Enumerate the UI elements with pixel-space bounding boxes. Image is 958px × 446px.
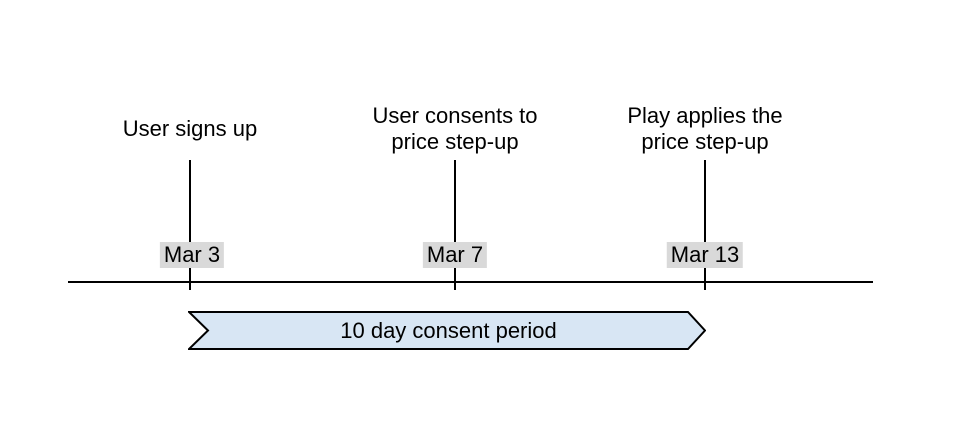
milestone-label-apply: Play applies the price step-up: [627, 103, 783, 154]
milestone-label-consent: User consents to price step-up: [372, 103, 538, 154]
date-badge-mar-7: Mar 7: [422, 242, 488, 268]
timeline-axis: [68, 281, 873, 283]
milestone-tick-apply: [704, 160, 706, 290]
date-badge-mar-3: Mar 3: [159, 242, 225, 268]
date-badge-mar-13: Mar 13: [666, 242, 744, 268]
milestone-tick-consent: [454, 160, 456, 290]
consent-period-label: 10 day consent period: [340, 317, 557, 343]
chevron-banner-shape: [188, 311, 706, 350]
milestone-label-signup: User signs up: [122, 116, 258, 141]
milestone-tick-signup: [189, 160, 191, 290]
